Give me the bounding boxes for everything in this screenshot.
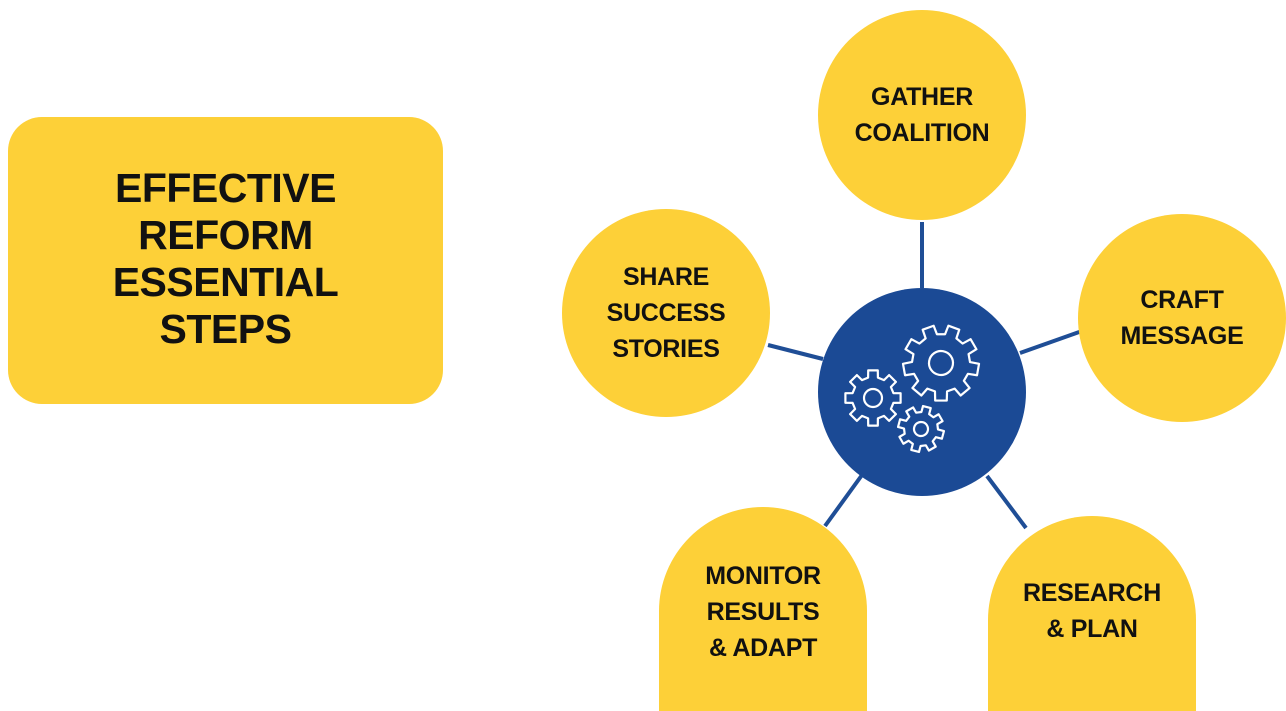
gear-outline [896,404,946,454]
step-label-line: & ADAPT [708,634,818,662]
gear-hole [927,349,955,377]
hub-circle [818,288,1026,496]
step-label-line: MESSAGE [1120,322,1244,350]
gear-hole [912,420,930,438]
step-node-research-plan: RESEARCH & PLAN [988,516,1196,711]
gear-outline [901,324,981,402]
connector-craft-message [1019,329,1083,355]
title-line: STEPS [159,305,292,352]
step-label-line: GATHER [871,83,973,111]
connector-monitor-results [823,473,864,528]
step-label-line: CRAFT [1140,286,1224,314]
title-line: REFORM [138,211,313,258]
title-box: EFFECTIVE REFORM ESSENTIAL STEPS [8,117,443,404]
step-label-line: STORIES [612,335,720,363]
step-node-share-success: SHARE SUCCESS STORIES [562,209,770,417]
step-node-monitor-results: MONITOR RESULTS & ADAPT [659,507,867,711]
title-line: ESSENTIAL [112,258,339,305]
gear-hole [862,387,884,409]
step-label-line: SHARE [622,263,709,291]
step-label-line: SUCCESS [606,299,726,327]
step-node-craft-message: CRAFT MESSAGE [1078,214,1286,422]
step-label-line: RESEARCH [1023,578,1161,607]
gear-outline [844,369,902,427]
step-node-gather-coalition: GATHER COALITION [818,10,1026,220]
step-label-line: RESULTS [706,598,820,626]
gears-icon [844,324,981,454]
connector-research-plan [985,474,1028,530]
connector-share-success [767,343,824,361]
title-line: EFFECTIVE [114,164,337,211]
gear-icon [901,324,981,402]
step-label-line: MONITOR [705,562,821,590]
gear-icon [896,404,946,454]
step-label-line: COALITION [854,119,990,147]
gear-icon [844,369,902,427]
step-label-line: & PLAN [1046,614,1138,643]
